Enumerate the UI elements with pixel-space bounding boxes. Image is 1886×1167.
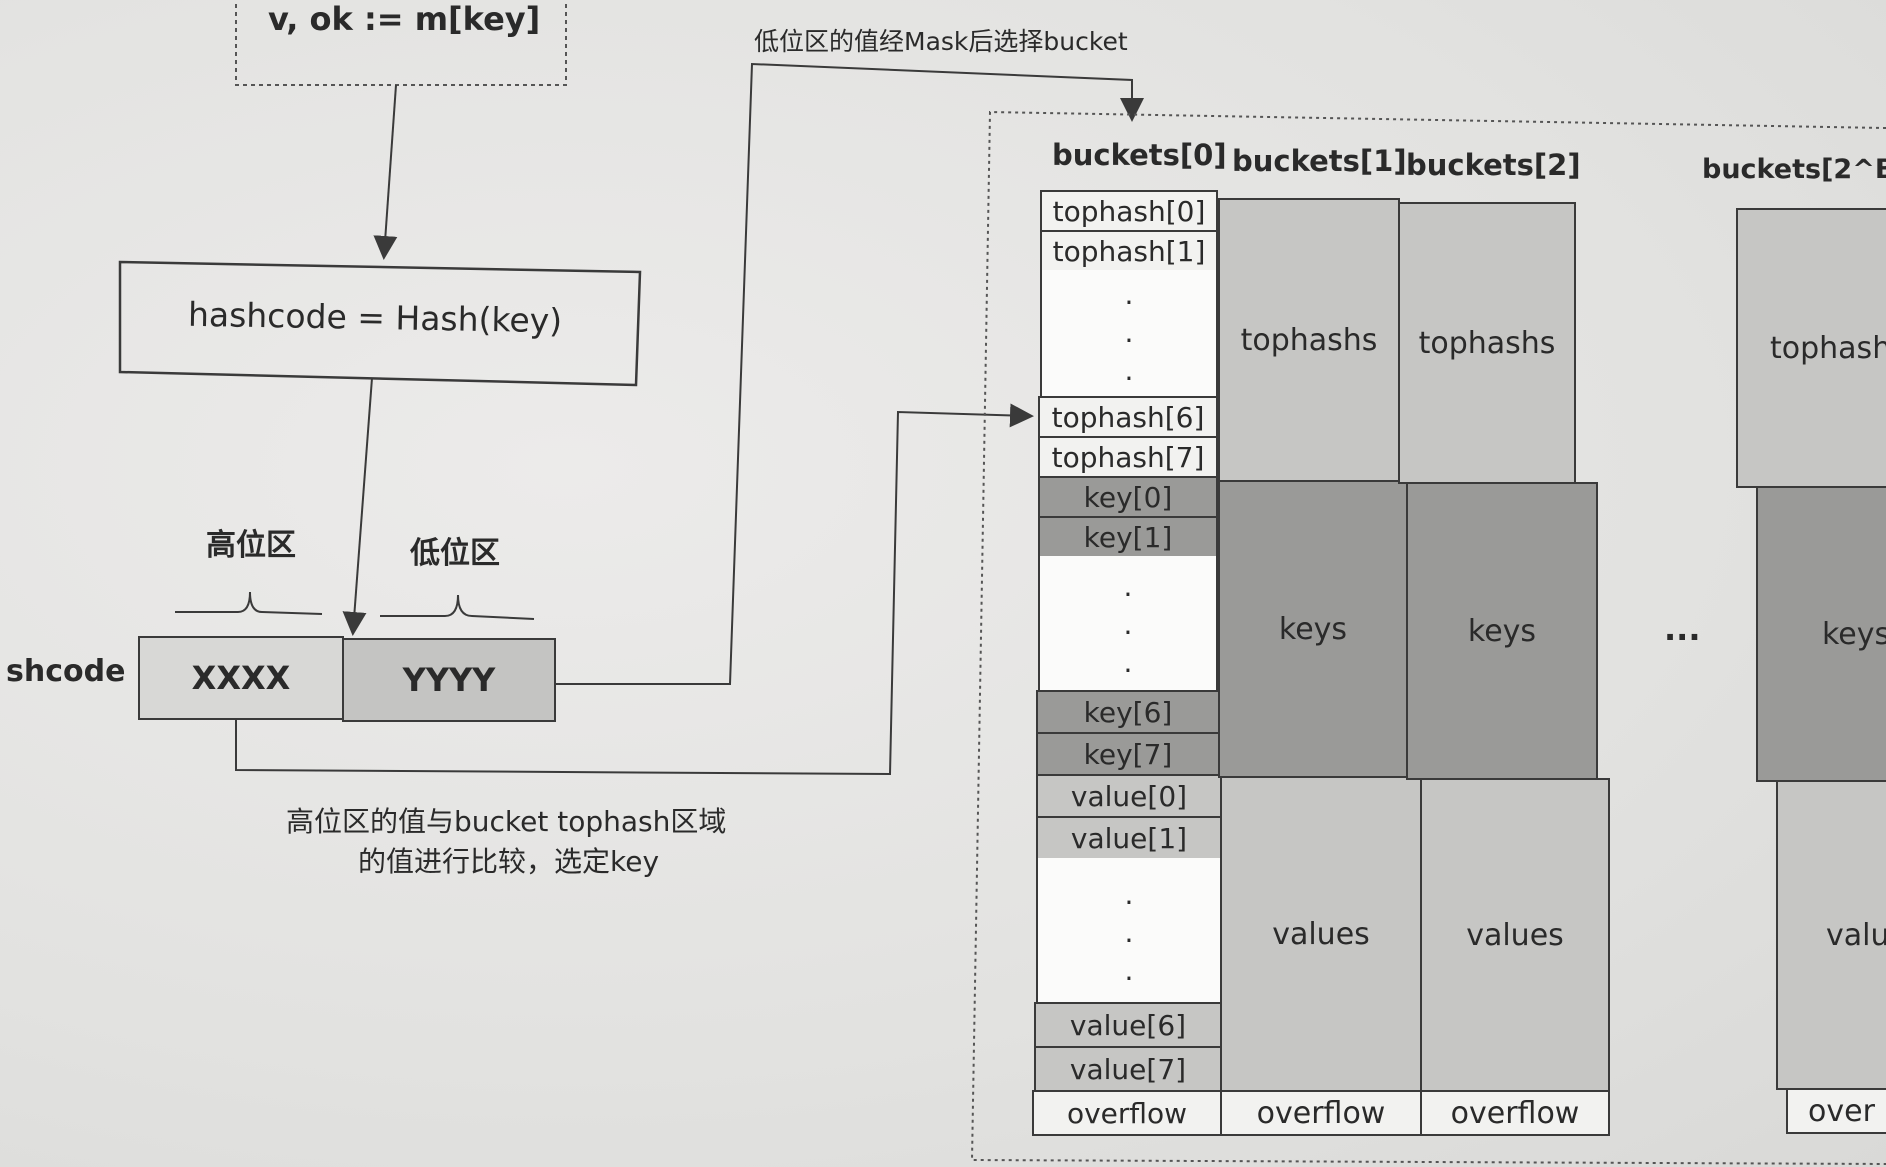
high-bits-label: 高位区	[206, 528, 296, 563]
bucket-last-overflow: over	[1786, 1088, 1886, 1134]
bucket-1-keys: keys	[1218, 480, 1408, 778]
bucket-header-0: buckets[0]	[1052, 138, 1227, 172]
low-bits-cell: YYYY	[342, 638, 556, 722]
mask-path	[556, 62, 1144, 685]
tophash-0: tophash[0]	[1040, 190, 1218, 232]
hashcode-label: shcode	[6, 654, 126, 689]
value-0: value[0]	[1036, 774, 1222, 818]
tophash-gap: ...	[1040, 270, 1218, 398]
tophash-1: tophash[1]	[1040, 230, 1218, 272]
bucket-region	[970, 110, 1886, 1165]
compare-note-line1: 高位区的值与bucket tophash区域	[286, 805, 727, 838]
value-7: value[7]	[1034, 1046, 1222, 1092]
tophash-7: tophash[7]	[1038, 436, 1218, 478]
bucket-ellipsis: ...	[1664, 610, 1701, 648]
bucket-header-2: buckets[2]	[1406, 148, 1581, 182]
compare-path	[235, 403, 1034, 776]
high-bits-value: XXXX	[191, 659, 291, 697]
arrow-lookup-to-hash	[373, 84, 398, 260]
bucket-1-tophashs: tophashs	[1218, 198, 1400, 482]
lookup-box	[235, 0, 567, 86]
key-1: key[1]	[1038, 516, 1218, 558]
low-bits-value: YYYY	[402, 661, 496, 699]
key-7: key[7]	[1036, 732, 1220, 776]
tophash-6: tophash[6]	[1038, 396, 1218, 438]
high-brace	[175, 591, 323, 615]
bucket-1-overflow: overflow	[1220, 1090, 1422, 1136]
low-brace	[380, 594, 535, 620]
low-bits-label: 低位区	[410, 536, 500, 571]
key-gap: ...	[1038, 556, 1218, 692]
value-1: value[1]	[1036, 816, 1222, 860]
bucket-last-values: valu	[1776, 780, 1886, 1090]
bucket-2-overflow: overflow	[1420, 1090, 1610, 1136]
high-bits-cell: XXXX	[138, 636, 344, 720]
bucket-1-values: values	[1220, 776, 1422, 1092]
value-6: value[6]	[1034, 1002, 1222, 1048]
hash-function-label: hashcode = Hash(key)	[187, 294, 563, 341]
compare-note-line2: 的值进行比较，选定key	[358, 845, 660, 878]
lookup-expression: v, ok := m[key]	[268, 0, 541, 38]
bucket-header-last: buckets[2^B-	[1702, 154, 1886, 185]
key-0: key[0]	[1038, 476, 1218, 518]
bucket-last-tophashs: tophashs	[1736, 208, 1886, 488]
bucket-2-tophashs: tophashs	[1398, 202, 1576, 484]
overflow-0: overflow	[1032, 1090, 1222, 1136]
bucket-last-keys: keys	[1756, 486, 1886, 782]
key-6: key[6]	[1036, 690, 1220, 734]
value-gap: ...	[1036, 858, 1222, 1004]
arrow-hash-to-split	[342, 377, 373, 636]
bucket-2-values: values	[1420, 778, 1610, 1092]
bucket-header-1: buckets[1]	[1232, 144, 1407, 178]
hash-box-outline	[118, 260, 642, 387]
bucket-2-keys: keys	[1406, 482, 1598, 780]
mask-note: 低位区的值经Mask后选择bucket	[754, 27, 1128, 56]
